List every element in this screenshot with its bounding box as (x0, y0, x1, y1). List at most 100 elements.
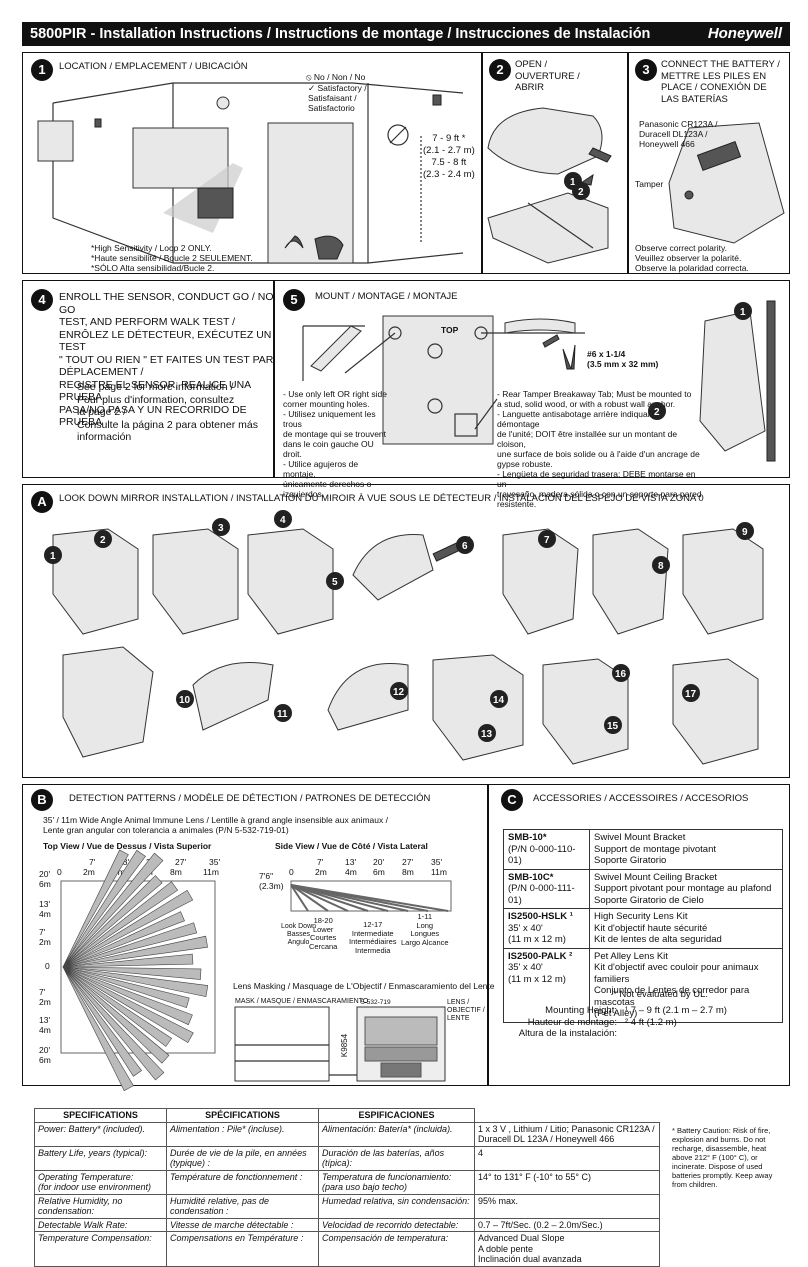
svg-text:1: 1 (570, 177, 576, 188)
sectionC-panel: C ACCESSORIES / ACCESSOIRES / ACCESORIOS… (488, 784, 790, 1086)
step2-panel: 2 OPEN / OUVERTURE / ABRIR 1 2 (482, 52, 628, 274)
sectionA-panel: A LOOK DOWN MIRROR INSTALLATION / INSTAL… (22, 484, 790, 778)
document-title: 5800PIR - Installation Instructions / In… (30, 26, 651, 42)
room-illustration (37, 82, 464, 264)
side-view-m-ticks: 0 2m 4m 6m 8m 11m (289, 867, 447, 877)
side-view-ft-ticks: 7' 13' 20' 27' 35' (317, 857, 443, 867)
step3-number: 3 (635, 59, 657, 81)
detection-beam (62, 889, 194, 968)
specifications-table: SPECIFICATIONS SPÉCIFICATIONS ESPIFICACI… (34, 1108, 660, 1267)
spec-row: Power: Battery* (included).Alimentation … (34, 1121, 660, 1147)
height-loop2: 7 - 9 ft * (2.1 - 2.7 m) (423, 133, 475, 156)
svg-text:11: 11 (277, 709, 288, 720)
step5-panel: 5 MOUNT / MONTAGE / MONTAJE TOP - Use on… (274, 280, 790, 509)
height-standard: 7.5 - 8 ft (2.3 - 2.4 m) (423, 157, 475, 180)
brand-logo: Honeywell (707, 25, 782, 42)
step1-number: 1 (31, 59, 53, 81)
accessory-row: SMB-10C*(P/N 0-000-111-01) Swivel Mount … (503, 868, 783, 909)
detection-beam (62, 849, 146, 968)
legend-satisfactory: ✓ Satisfactory / Satisfaisant / Satisfac… (308, 83, 367, 113)
detection-beam (62, 881, 179, 968)
zone-look-down: Look Down Basses Angulo (281, 923, 317, 946)
spec-row: Operating Temperature: (for indoor use e… (34, 1169, 660, 1195)
side-view-pattern (290, 880, 452, 912)
svg-text:6: 6 (462, 541, 468, 552)
detection-beam (62, 966, 143, 1077)
svg-text:1: 1 (740, 307, 746, 318)
step5-title: MOUNT / MONTAGE / MONTAJE (315, 291, 458, 302)
accessories-table: SMB-10*(P/N 0-000-110-01) Swivel Mount B… (503, 829, 783, 1023)
step4-title: ENROLL THE SENSOR, CONDUCT GO / NO GO TE… (59, 291, 274, 428)
svg-text:15: 15 (607, 721, 619, 732)
detection-beam (62, 849, 129, 968)
detection-beam (62, 966, 202, 980)
lens-description: 35' / 11m Wide Angle Animal Immune Lens … (43, 815, 388, 835)
sectionB-title: DETECTION PATTERNS / MODÈLE DE DÉTECTION… (69, 793, 431, 804)
mounting-height-1: ¹ 7 – 9 ft (2.1 m – 2.7 m) (625, 1005, 727, 1016)
battery-type-label: Panasonic CR123A / Duracell DL123A / Hon… (639, 119, 718, 149)
corner-mounting-note: - Use only left OR right side corner mou… (283, 389, 387, 499)
step4-number: 4 (31, 289, 53, 311)
detection-beam (62, 966, 134, 1092)
accessory-row: SMB-10*(P/N 0-000-110-01) Swivel Mount B… (503, 829, 783, 870)
top-view-label: Top View / Vue de Dessus / Vista Superio… (43, 841, 212, 851)
sectionA-letter: A (31, 491, 53, 513)
svg-text:3: 3 (218, 523, 224, 534)
side-mounting-height: 7'6" (2.3m) (259, 871, 284, 891)
svg-text:2: 2 (654, 407, 660, 418)
step4-see-page: See page 2 for more information / Pour p… (77, 381, 258, 443)
step3-title: CONNECT THE BATTERY / METTRE LES PILES E… (661, 59, 780, 105)
header-bar: 5800PIR - Installation Instructions / In… (22, 22, 790, 46)
zone-long: 1-11 Long Longues Largo Alcance (401, 912, 449, 947)
svg-text:9: 9 (742, 527, 748, 538)
open-illustration (487, 107, 612, 264)
top-view-pattern (60, 849, 216, 1092)
svg-text:2: 2 (578, 187, 584, 198)
polarity-note: Observe correct polarity. Veuillez obser… (635, 243, 749, 273)
step1-title: LOCATION / EMPLACEMENT / UBICACIÓN (59, 61, 248, 72)
step2-number: 2 (489, 59, 511, 81)
zone-lower: 18-20 Lower Courtes Cercana (309, 916, 338, 951)
spec-row: Detectable Walk Rate:Vitesse de marche d… (34, 1217, 660, 1232)
top-label: TOP (441, 325, 459, 335)
svg-text:7: 7 (544, 535, 550, 546)
spec-row: Temperature Compensation:Compensations e… (34, 1231, 660, 1267)
detection-beam (62, 966, 194, 1044)
legend-no: ⦸ No / Non / No (306, 72, 366, 82)
detection-beam (62, 911, 185, 968)
sectionB-panel: B DETECTION PATTERNS / MODÈLE DE DÉTECTI… (22, 784, 495, 1092)
mounting-height-label: Mounting Height: Hauteur de montage: Alt… (518, 1005, 617, 1039)
svg-text:5: 5 (332, 577, 338, 588)
sectionA-title: LOOK DOWN MIRROR INSTALLATION / INSTALLA… (59, 493, 704, 504)
side-view-label: Side View / Vue de Côté / Vista Lateral (275, 841, 428, 851)
detection-beam (62, 953, 194, 968)
side-beam (290, 884, 329, 912)
svg-text:16: 16 (615, 669, 627, 680)
svg-text:14: 14 (493, 695, 505, 706)
svg-text:4: 4 (280, 515, 286, 526)
top-view-lateral-ticks: 20' 6m 13' 4m 7' 2m 0 7' 2m 13' 4m 20' 6… (39, 869, 51, 1065)
check-icon: ✓ (308, 83, 318, 93)
tamper-label: Tamper (635, 179, 664, 189)
svg-text:2: 2 (100, 535, 106, 546)
detection-beam (62, 966, 170, 1064)
lens-part-number: 5-532-719 (361, 999, 391, 1006)
side-beam (290, 884, 349, 912)
step2-title: OPEN / OUVERTURE / ABRIR (515, 59, 580, 93)
side-beam (290, 884, 309, 912)
detection-beam (62, 966, 173, 1047)
detection-beam (62, 922, 198, 968)
lens-masking-title: Lens Masking / Masquage de L'Objectif / … (233, 981, 495, 991)
mask-code: K9854 (340, 1033, 350, 1058)
spec-row: Battery Life, years (typical):Durée de v… (34, 1145, 660, 1171)
mounting-height-2: ² 4 ft (1.2 m) (625, 1017, 677, 1028)
svg-text:12: 12 (393, 687, 405, 698)
step4-panel: 4 ENROLL THE SENSOR, CONDUCT GO / NO GO … (22, 280, 274, 478)
step1-panel: 1 LOCATION / EMPLACEMENT / UBICACIÓN ⦸ N… (22, 52, 482, 274)
detection-beam (62, 935, 208, 968)
detection-beam (62, 852, 164, 968)
no-icon: ⦸ (306, 72, 314, 82)
lens-masking-illustration (234, 1006, 446, 1082)
spec-header-row: SPECIFICATIONS SPÉCIFICATIONS ESPIFICACI… (34, 1108, 660, 1123)
